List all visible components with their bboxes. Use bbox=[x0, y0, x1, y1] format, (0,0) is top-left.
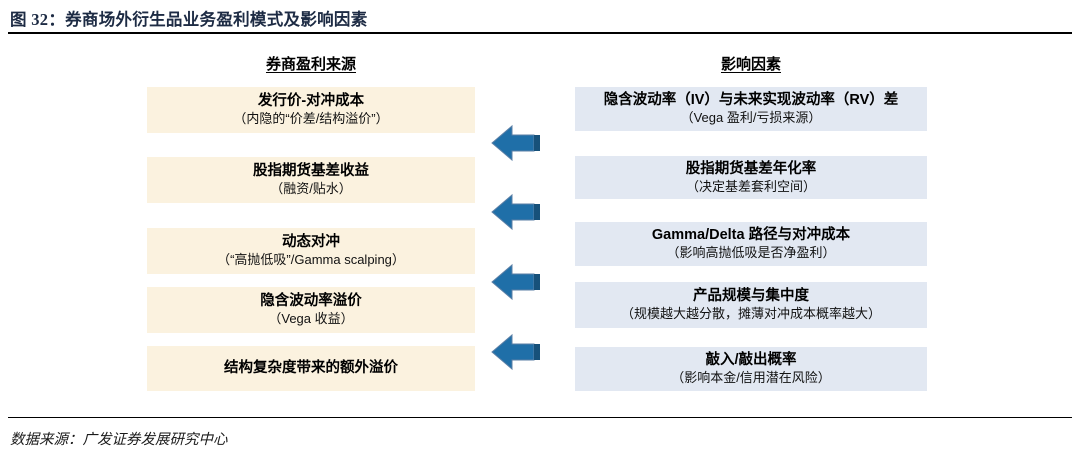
influencing-factor-box-5: 敲入/敲出概率 （影响本金/信用潜在风险） bbox=[575, 347, 927, 391]
box-title: 隐含波动率溢价 bbox=[260, 293, 362, 310]
column-heading-influencing-factors: 影响因素 bbox=[720, 56, 781, 73]
box-subtitle: （影响高抛低吸是否净盈利） bbox=[666, 245, 836, 261]
box-subtitle: （规模越大越分散，摊薄对冲成本概率越大） bbox=[620, 306, 881, 322]
box-subtitle: （内隐的“价差/结构溢价”） bbox=[233, 111, 389, 127]
box-subtitle: （影响本金/信用潜在风险） bbox=[671, 370, 831, 386]
left-arrow-icon bbox=[491, 191, 543, 233]
influencing-factor-box-2: 股指期货基差年化率 （决定基差套利空间） bbox=[575, 156, 927, 199]
box-title: 发行价-对冲成本 bbox=[257, 93, 365, 110]
profit-source-box-5: 结构复杂度带来的额外溢价 bbox=[147, 346, 475, 391]
profit-source-box-3: 动态对冲 （“高抛低吸”/Gamma scalping） bbox=[147, 228, 475, 274]
influencing-factor-box-1: 隐含波动率（IV）与未来实现波动率（RV）差 （Vega 盈利/亏损来源） bbox=[575, 87, 927, 131]
box-title: 结构复杂度带来的额外溢价 bbox=[224, 360, 398, 377]
profit-source-box-4: 隐含波动率溢价 （Vega 收益） bbox=[147, 287, 475, 333]
box-title: Gamma/Delta 路径与对冲成本 bbox=[651, 227, 851, 244]
influencing-factor-box-3: Gamma/Delta 路径与对冲成本 （影响高抛低吸是否净盈利） bbox=[575, 222, 927, 266]
influencing-factor-box-4: 产品规模与集中度 （规模越大越分散，摊薄对冲成本概率越大） bbox=[575, 282, 927, 328]
left-arrow-icon bbox=[491, 331, 543, 373]
box-title: 敲入/敲出概率 bbox=[705, 352, 797, 369]
source-note: 数据来源：广发证券发展研究中心 bbox=[10, 432, 228, 448]
left-arrow-icon bbox=[491, 261, 543, 303]
box-subtitle: （融资/贴水） bbox=[270, 181, 352, 197]
footer-divider bbox=[8, 417, 1072, 418]
box-title: 股指期货基差收益 bbox=[253, 163, 369, 180]
box-title: 隐含波动率（IV）与未来实现波动率（RV）差 bbox=[603, 92, 899, 109]
box-subtitle: （Vega 盈利/亏损来源） bbox=[680, 110, 822, 126]
column-heading-profit-sources: 券商盈利来源 bbox=[265, 56, 356, 73]
profit-source-box-1: 发行价-对冲成本 （内隐的“价差/结构溢价”） bbox=[147, 87, 475, 133]
box-subtitle: （“高抛低吸”/Gamma scalping） bbox=[217, 252, 405, 268]
box-title: 动态对冲 bbox=[282, 234, 340, 251]
profit-source-box-2: 股指期货基差收益 （融资/贴水） bbox=[147, 157, 475, 203]
box-title: 产品规模与集中度 bbox=[693, 288, 809, 305]
left-arrow-icon bbox=[491, 122, 543, 164]
page-title: 图 32：券商场外衍生品业务盈利模式及影响因素 bbox=[10, 10, 368, 29]
title-divider bbox=[8, 32, 1072, 34]
box-subtitle: （Vega 收益） bbox=[268, 311, 354, 327]
box-subtitle: （决定基差套利空间） bbox=[685, 178, 816, 194]
box-title: 股指期货基差年化率 bbox=[685, 160, 817, 177]
